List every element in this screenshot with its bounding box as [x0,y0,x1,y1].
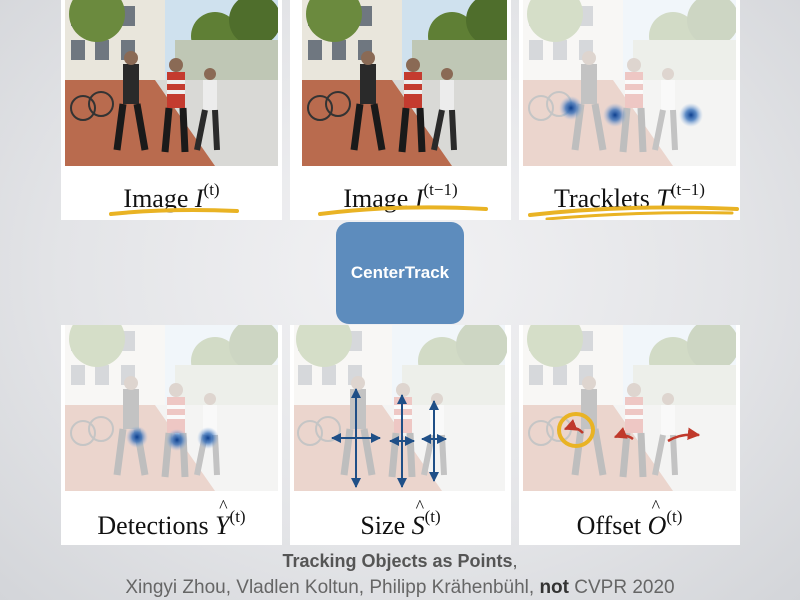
offset-arrows [557,412,701,448]
highlight-underline [318,205,488,216]
input-panel-image-t: Image I(t) [61,0,282,220]
highlight-underline [528,205,739,220]
output-panel-offset: Offset O(t) [519,325,740,545]
tracklet-dot [603,103,627,127]
offset-arrow [563,419,584,434]
detection-dot [166,429,188,451]
offset-arrow [667,427,701,443]
input-panel-tracklets: Tracklets T(t−1) [519,0,740,220]
emphasis-word: not [539,577,569,598]
image-frame-t-minus-1 [294,0,507,166]
detection-dot [126,426,148,448]
output-label-detections: Detections Y(t) [61,496,282,541]
image-frame-t [65,0,278,166]
output-label-size: Size S(t) [290,496,511,541]
tracklet-dot [679,103,703,127]
tracklet-heatmap [559,96,703,127]
paper-title: Tracking Objects as Points, [282,551,518,571]
output-panel-detections: Detections Y(t) [61,325,282,545]
output-panel-size: Size S(t) [290,325,511,545]
highlight-underline [109,208,239,216]
offset-highlight-circle [557,412,595,448]
input-panel-image-t-minus-1: Image I(t−1) [290,0,511,220]
detection-dot [197,427,219,449]
offset-arrow [613,427,634,441]
input-label-image-t: Image I(t) [123,180,220,213]
paper-authors: Xingyi Zhou, Vladlen Koltun, Philipp Krä… [125,577,675,598]
centertrack-label: CenterTrack [350,263,450,282]
tracklet-dot [559,96,583,120]
size-arrows [331,388,447,488]
output-label-offset: Offset O(t) [519,496,740,541]
detection-heatmap [126,426,219,451]
centertrack-block: CenterTrack [336,222,464,324]
